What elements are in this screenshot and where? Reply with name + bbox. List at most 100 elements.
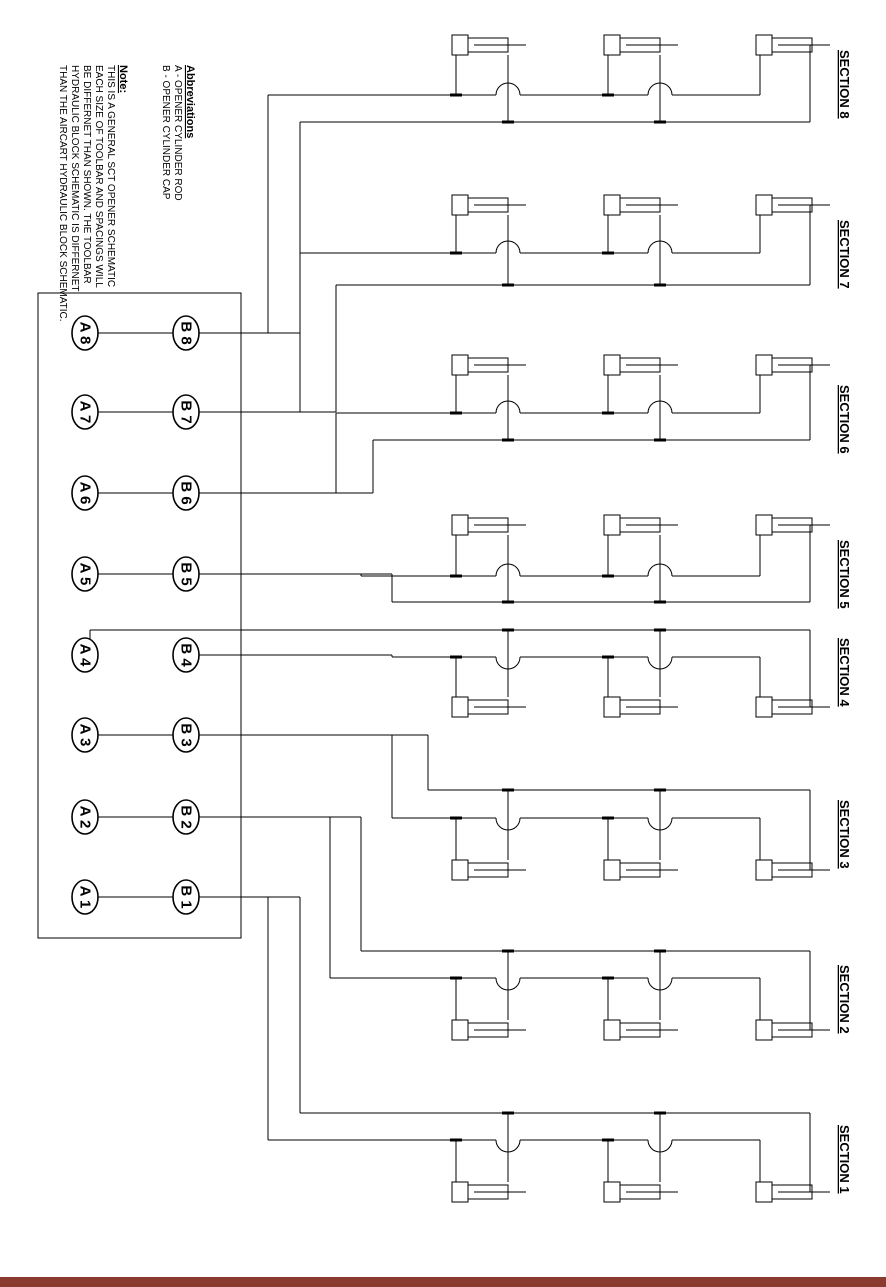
port-label: A 3 bbox=[77, 724, 94, 747]
cylinder-cap-end bbox=[603, 1019, 621, 1041]
opener-cylinder bbox=[602, 194, 678, 287]
cylinder-cap-end bbox=[451, 696, 469, 718]
port-label: B 1 bbox=[178, 885, 195, 908]
port-label: B 4 bbox=[178, 643, 195, 667]
port-label: A 2 bbox=[77, 806, 94, 829]
opener-cylinder bbox=[755, 354, 830, 440]
port-b-bubble: B 8 bbox=[172, 315, 200, 351]
port-a-bubble: A 6 bbox=[71, 475, 99, 511]
opener-cylinder bbox=[450, 194, 526, 287]
port-label: A 4 bbox=[77, 644, 94, 667]
port-b-bubble: B 7 bbox=[172, 394, 200, 430]
opener-cylinder bbox=[755, 514, 830, 602]
opener-cylinder bbox=[755, 630, 830, 718]
note-line: THIS IS A GENERAL SCT OPENER SCHEMATIC bbox=[105, 65, 116, 287]
opener-cylinder bbox=[450, 628, 526, 718]
port-a-bubble: A 1 bbox=[71, 879, 99, 915]
opener-cylinder bbox=[450, 34, 526, 124]
port-label: B 7 bbox=[178, 400, 195, 423]
opener-cylinder bbox=[450, 788, 526, 881]
section-label: SECTION 7 bbox=[837, 220, 852, 289]
toolbar-section: SECTION 1 bbox=[268, 1111, 852, 1203]
cylinder-cap-end bbox=[603, 696, 621, 718]
opener-cylinder bbox=[450, 514, 526, 604]
cylinder-cap-end bbox=[755, 1019, 773, 1041]
cylinder-cap-end bbox=[451, 859, 469, 881]
cylinder-cap-end bbox=[451, 1019, 469, 1041]
opener-cylinder bbox=[602, 628, 678, 718]
port-b-bubble: B 5 bbox=[172, 556, 200, 592]
cylinder-cap-end bbox=[755, 194, 773, 216]
port-label: A 8 bbox=[77, 322, 94, 345]
abbreviation-a: A - OPENER CYLINDER ROD bbox=[172, 65, 183, 201]
cylinder-cap-end bbox=[603, 859, 621, 881]
hose-lines bbox=[85, 95, 429, 1140]
toolbar-section: SECTION 7 bbox=[300, 194, 852, 289]
cylinder-cap-end bbox=[755, 696, 773, 718]
section-label: SECTION 5 bbox=[837, 540, 852, 609]
port-b-bubble: B 6 bbox=[172, 475, 200, 511]
section-label: SECTION 1 bbox=[837, 1125, 852, 1194]
section-label: SECTION 6 bbox=[837, 385, 852, 454]
opener-cylinder bbox=[602, 354, 678, 442]
opener-cylinder bbox=[755, 194, 830, 285]
cylinder-cap-end bbox=[755, 1181, 773, 1203]
toolbar-section: SECTION 3 bbox=[392, 788, 852, 881]
port-label: B 8 bbox=[178, 321, 195, 344]
notes-block: Abbreviations A - OPENER CYLINDER ROD B … bbox=[57, 65, 196, 322]
cylinder-cap-end bbox=[603, 354, 621, 376]
port-a-bubble: A 5 bbox=[71, 556, 99, 592]
cylinder-cap-end bbox=[451, 354, 469, 376]
opener-cylinder bbox=[450, 1111, 526, 1203]
note-line: EACH SIZE OF TOOLBAR AND SPACINGS WILL bbox=[93, 65, 104, 288]
cylinder-cap-end bbox=[755, 859, 773, 881]
toolbar-sections: SECTION 8 SECTION 7 SECTION 6 SECTION 5 SECT… bbox=[90, 34, 852, 1203]
cylinder-cap-end bbox=[755, 34, 773, 56]
opener-cylinder bbox=[602, 34, 678, 124]
port-label: B 6 bbox=[178, 481, 195, 504]
note-line: HYDRAULIC BLOCK SCHEMATIC IS DIFFERNET bbox=[69, 65, 80, 292]
cylinder-cap-end bbox=[451, 514, 469, 536]
opener-cylinder bbox=[755, 1113, 830, 1203]
cylinder-cap-end bbox=[603, 194, 621, 216]
hydraulic-block bbox=[37, 292, 242, 939]
port-label: B 3 bbox=[178, 723, 195, 746]
port-label: A 5 bbox=[77, 563, 94, 586]
opener-cylinder bbox=[450, 949, 526, 1041]
opener-cylinder bbox=[755, 790, 830, 881]
abbreviations-heading: Abbreviations bbox=[184, 65, 196, 138]
toolbar-section: SECTION 8 bbox=[268, 34, 852, 124]
section-label: SECTION 2 bbox=[837, 965, 852, 1034]
cylinder-cap-end bbox=[603, 1181, 621, 1203]
section-label: SECTION 4 bbox=[837, 638, 852, 707]
cylinder-cap-end bbox=[603, 34, 621, 56]
cylinder-cap-end bbox=[755, 354, 773, 376]
block-ports: A 8 B 8 A 7 B 7 A 6 B 6 A 5 B 5 A 4 B 4 A 3 B 3 A 2 B… bbox=[71, 315, 200, 915]
port-a-bubble: A 7 bbox=[71, 394, 99, 430]
section-label: SECTION 3 bbox=[837, 800, 852, 869]
footer-bar bbox=[0, 1277, 886, 1287]
note-heading: Note: bbox=[117, 65, 129, 93]
port-b-bubble: B 1 bbox=[172, 879, 200, 915]
cylinder-cap-end bbox=[451, 194, 469, 216]
toolbar-section: SECTION 2 bbox=[330, 949, 852, 1041]
opener-cylinder bbox=[602, 788, 678, 881]
cylinder-cap-end bbox=[451, 34, 469, 56]
opener-cylinder bbox=[755, 34, 830, 122]
note-line: THAN THE AIRCART HYDRAULIC BLOCK SCHEMAT… bbox=[57, 65, 68, 322]
section-label: SECTION 8 bbox=[837, 50, 852, 119]
port-a-bubble: A 4 bbox=[71, 637, 99, 673]
port-a-bubble: A 3 bbox=[71, 717, 99, 753]
toolbar-section: SECTION 4 bbox=[90, 628, 852, 718]
note-line: BE DIFFERNET THAN SHOWN. THE TOOLBAR bbox=[81, 65, 92, 284]
opener-cylinder bbox=[755, 951, 830, 1041]
port-b-bubble: B 4 bbox=[172, 637, 200, 673]
port-label: A 7 bbox=[77, 401, 94, 424]
cylinder-cap-end bbox=[755, 514, 773, 536]
abbreviation-b: B - OPENER CYLINDER CAP bbox=[160, 65, 171, 200]
port-label: B 2 bbox=[178, 805, 195, 828]
toolbar-section: SECTION 6 bbox=[336, 354, 852, 454]
port-label: B 5 bbox=[178, 562, 195, 585]
cylinder-cap-end bbox=[451, 1181, 469, 1203]
